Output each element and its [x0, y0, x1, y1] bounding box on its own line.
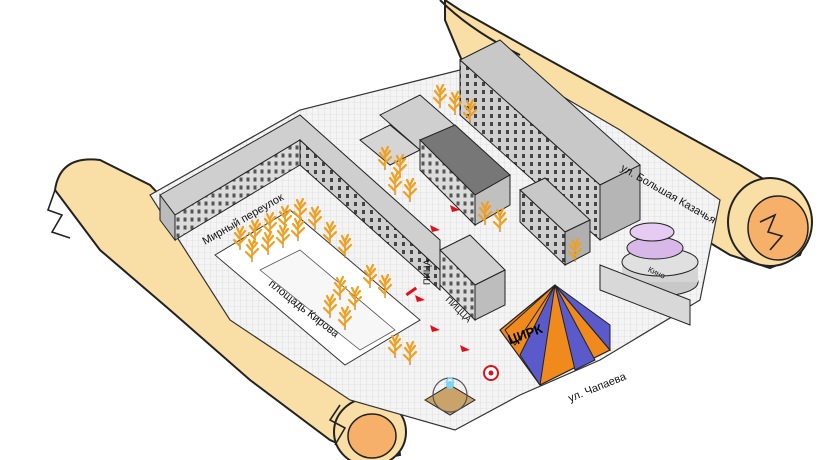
- building-long-left: [159, 114, 441, 292]
- target-icon: [483, 365, 499, 381]
- fountain-icon: [424, 376, 476, 416]
- building-tall-right: [459, 39, 641, 242]
- circus-tent: ЦИРК: [499, 264, 691, 387]
- sign-left: ПИЦА: [422, 259, 432, 285]
- building-middle-group: [359, 94, 591, 322]
- street-chapaeva: ул. Чапаева: [567, 370, 629, 404]
- route-arrow-icon: [405, 205, 470, 352]
- building-kino: Кино: [621, 222, 699, 297]
